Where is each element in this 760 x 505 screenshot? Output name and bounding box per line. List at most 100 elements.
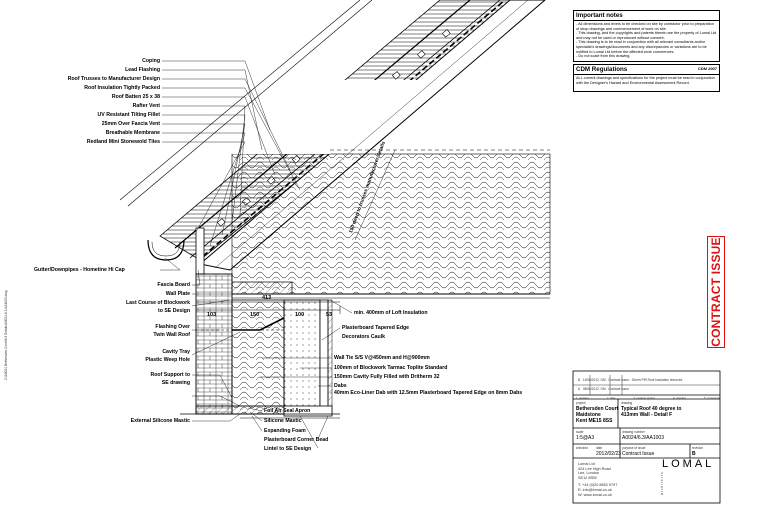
revision-value: B (692, 451, 696, 457)
leader-lines-right (247, 299, 353, 449)
note-line: - This drawing is to be read in conjunct… (576, 40, 707, 54)
label-roof-support-1: Roof Support to (150, 372, 190, 378)
label-lintel: Lintel to SE Design (264, 446, 312, 452)
project-line: Maidstone (576, 412, 601, 418)
label-lead-flashing: Lead Flashing (125, 67, 160, 73)
project-block: project Bethersden Court Maidstone Kent … (576, 400, 618, 424)
important-notes-panel: Important notes - All dimensions and lev… (573, 10, 720, 62)
label-last-course-1: Last Course of Blockwork (126, 300, 190, 306)
label-coping: Coping (142, 58, 160, 64)
project-line: Bethersden Court (576, 406, 619, 412)
label-loft-insulation: min. 400mm of Loft Insulation (354, 310, 428, 316)
title-block-frame (572, 370, 721, 504)
company-contact: T: +44 (0)20 8852 9797 (578, 483, 618, 488)
label-roof-support-2: SE drawing (161, 380, 190, 386)
rev-letter: B (578, 378, 581, 382)
dim-150: 150 (250, 312, 260, 318)
dimension-line (195, 306, 341, 314)
rev-header-col: 4. checker (672, 396, 686, 400)
drawing-number: A0024/6.3/AA1003 (622, 435, 664, 441)
fascia-board (195, 227, 205, 275)
company-logo: LOMAL (662, 458, 715, 470)
rev-desc: Contract Issue - 30mm PIR Roof Insulatio… (608, 378, 683, 382)
scale-label: scale (576, 430, 584, 434)
date-value: 2012/02/23 (596, 451, 622, 457)
revision-row: B 13/06/2012 GM Contract Issue - 30mm PI… (578, 377, 718, 383)
label-roof-insulation: Roof Insulation Tightly Packed (84, 85, 160, 91)
rev-header-col: 2. date (606, 396, 616, 400)
date-label: date (596, 446, 603, 450)
label-foil-apron: Foil Air Seal Apron (264, 408, 311, 414)
rev-header-col: 1. revision (576, 396, 589, 400)
rev-date: 13/06/2012 (582, 378, 599, 382)
rev-header-col: 5. comments (703, 396, 720, 400)
drawing-title-block: drawing Typical Roof 40 degree to 413mm … (621, 400, 681, 418)
label-weep-hole: Plastic Weep Hole (145, 357, 190, 363)
drawing-label: drawing (621, 401, 633, 405)
label-last-course-2: to SE Design (158, 308, 190, 314)
note-line: - This drawing, and the copyrights and p… (576, 31, 717, 40)
label-fascia: Fascia Board (157, 282, 190, 288)
loft-insulation (231, 153, 551, 295)
company-line: Lee, London (578, 471, 600, 476)
label-wall-plate: Wall Plate (165, 291, 190, 297)
label-external-mastic: External Silicone Mastic (130, 418, 190, 424)
revision-label: revision (692, 446, 703, 450)
scale-block: scale 1:5@A3 (576, 429, 594, 441)
side-path-text: Z:\A0024 Bethersden Court\6.3 Details\A0… (4, 290, 8, 380)
rev-header-col: 3. revision author (633, 396, 655, 400)
label-flashing-1: Flashing Over (155, 324, 190, 330)
dim-103: 103 (207, 312, 217, 318)
dim-100: 100 (295, 312, 305, 318)
checked-label: checked (576, 446, 588, 450)
gutter (147, 239, 185, 261)
date-block: date 2012/02/23 (596, 445, 621, 457)
scale-value: 1:5@A3 (576, 435, 595, 441)
wall-plate (231, 281, 293, 295)
drawing-number-label: drawing number (622, 430, 645, 434)
rev-date: 08/06/2012 (582, 387, 599, 391)
drawing-number-block: drawing number A0024/6.3/AA1003 (622, 429, 664, 441)
notes-title: Important notes (574, 11, 719, 21)
purpose-label: purpose of issue (622, 446, 646, 450)
cdm-code: CDM 2007 (697, 66, 717, 71)
company-line: SE12 8RW (578, 475, 597, 480)
rev-author: GM (600, 378, 606, 382)
dim-overall: 413 (262, 295, 272, 301)
leader-lines-left (160, 60, 301, 422)
cdm-title-text: CDM Regulations (576, 66, 628, 73)
cdm-text: ALL current drawings and specifications … (576, 76, 715, 85)
project-line: Kent ME15 8SS (576, 418, 613, 424)
label-blockwork: 100mm of Blockwork Tarmac Toplite Standa… (334, 365, 448, 371)
label-corner-bead: Plasterboard Corner Bead (264, 437, 329, 443)
drawing-line: Typical Roof 40 degree to (621, 406, 682, 412)
purpose-block: purpose of issue Contract Issue (622, 445, 654, 457)
company-address: Lomal Ltd 424 Lee High Road Lee, London … (578, 462, 617, 497)
cdm-panel: CDM Regulations CDM 2007 ALL current dra… (573, 64, 720, 92)
notes-body: - All dimensions and levels to be checke… (574, 21, 719, 60)
rev-desc: Contract Issue (608, 387, 629, 391)
label-plasterboard-2: Decorators Caulk (342, 334, 385, 340)
revision-row: A 08/06/2012 GM Contract Issue (578, 386, 718, 392)
purpose-value: Contract Issue (622, 451, 655, 457)
cdm-title: CDM Regulations CDM 2007 (574, 65, 719, 75)
rev-author: GM (600, 387, 606, 391)
revision-block: revision B (692, 445, 703, 457)
label-dabs: Dabs (334, 383, 347, 389)
label-gutter: Gutter/Downpipes - Hometine Hi Cap (34, 267, 125, 273)
rev-letter: A (578, 387, 581, 391)
checked-block: checked (576, 445, 588, 451)
dim-53: 53 (326, 312, 333, 318)
contract-issue-stamp: CONTRACT ISSUE (707, 236, 725, 348)
label-fascia-vent: 25mm Over Fascia Vent (101, 121, 160, 127)
label-roof-batten: Roof Batten 25 x 38 (111, 94, 160, 100)
label-tiles: Redland Mini Stonewold Tiles (86, 139, 160, 145)
label-cavity-fill: 150mm Cavity Fully Filled with Dritherm … (334, 374, 440, 380)
label-flashing-2: Twin Wall Roof (153, 332, 190, 338)
project-label: project (576, 401, 586, 405)
stamp-text: CONTRACT ISSUE (709, 237, 723, 347)
label-plasterboard-1: Plasterboard Tapered Edge (342, 325, 410, 331)
label-rafter-vent: Rafter Vent (132, 103, 160, 109)
company-line: 424 Lee High Road (578, 466, 611, 471)
